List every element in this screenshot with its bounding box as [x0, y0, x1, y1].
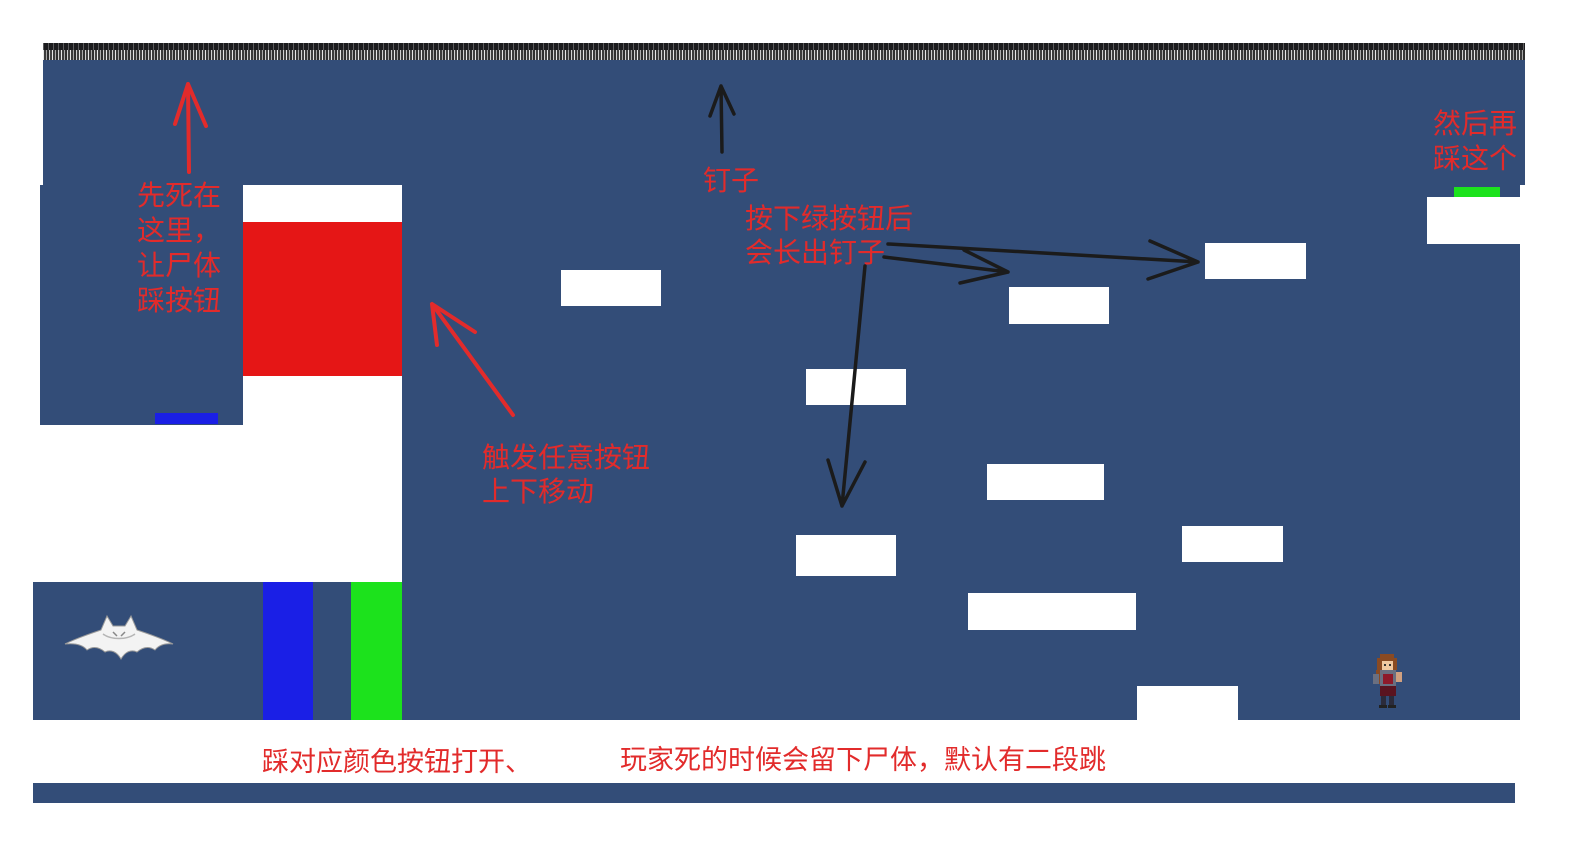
note-line: 然后再	[1433, 107, 1518, 140]
platform-2	[806, 369, 906, 405]
platform-4	[1205, 243, 1306, 279]
note-line: 先死在	[137, 179, 222, 212]
note-move-trigger: 触发任意按钮 上下移动	[482, 441, 650, 509]
blue-floor-button	[155, 413, 218, 424]
bat-enemy-icon	[64, 614, 174, 660]
platform-floor-step	[1137, 686, 1238, 720]
platform-5	[987, 464, 1104, 500]
level-bottom-bar	[33, 783, 1515, 803]
note-line: 会长出钉子	[745, 236, 886, 269]
note-line: 上下移动	[482, 475, 595, 508]
platform-6	[796, 535, 896, 576]
green-door	[351, 582, 402, 720]
note-line: 让尸体	[137, 249, 222, 282]
note-line: 钉子	[703, 164, 760, 197]
note-line: 按下绿按钮后	[745, 202, 914, 235]
white-block-cap	[243, 185, 402, 222]
platform-goal-ledge	[1427, 197, 1522, 244]
note-spikes: 钉子	[703, 163, 759, 198]
platform-1	[561, 270, 661, 306]
note-player-rules: 玩家死的时候会留下尸体，默认有二段跳	[620, 745, 1106, 776]
red-moving-block	[243, 222, 402, 376]
platform-3	[1009, 287, 1109, 324]
note-line: 踩按钮	[137, 284, 222, 317]
green-floor-button	[1454, 187, 1500, 197]
level-background-top	[43, 43, 1525, 185]
note-then-step: 然后再 踩这个	[1433, 106, 1517, 176]
level-background-bottom-left	[33, 582, 402, 720]
player-character-icon	[1373, 654, 1402, 708]
note-die-here: 先死在 这里， 让尸体 踩按钮	[137, 178, 221, 318]
spike-ceiling	[43, 43, 1525, 60]
platform-7	[1182, 526, 1283, 562]
note-green-spikes: 按下绿按钮后 会长出钉子	[745, 202, 913, 270]
level-background-left-column	[40, 185, 243, 425]
note-line: 踩这个	[1433, 142, 1518, 175]
blue-door	[263, 582, 313, 720]
platform-8	[968, 593, 1136, 630]
note-color-buttons: 踩对应颜色按钮打开、	[262, 747, 532, 778]
note-line: 这里，	[137, 214, 222, 247]
note-line: 触发任意按钮	[482, 441, 651, 474]
